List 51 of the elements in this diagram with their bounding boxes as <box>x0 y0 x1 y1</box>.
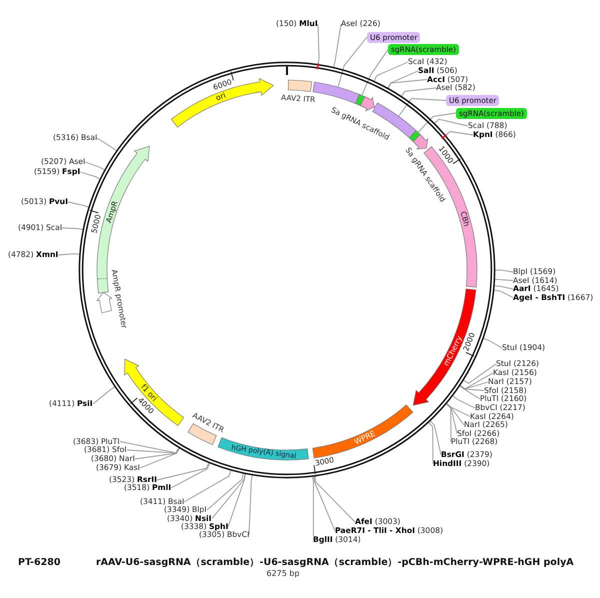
leader-line <box>140 448 180 468</box>
leader-line <box>446 403 458 434</box>
leader-line <box>434 118 468 126</box>
leader-line <box>430 420 442 456</box>
leader-line <box>68 202 89 208</box>
leader-line <box>92 386 116 404</box>
leader-line <box>374 62 408 82</box>
leader-line <box>184 470 232 502</box>
leader-line <box>206 473 244 510</box>
leader-line <box>494 290 514 298</box>
leader-line <box>84 162 105 170</box>
leader-line <box>483 338 502 348</box>
leader-line <box>401 88 436 97</box>
leader-line <box>134 448 180 460</box>
leader-line <box>388 79 428 88</box>
leader-line <box>428 422 434 464</box>
leader-line <box>445 131 474 136</box>
leader-line <box>170 462 210 488</box>
plasmid-title: rAAV-U6-sasgRNA（scramble）-U6-sasgRNA（scramble）-pCBh-mCherry-WPRE-hGH polyA <box>96 556 574 568</box>
leader-line <box>314 476 336 532</box>
leader-line <box>338 36 368 88</box>
leader-line <box>333 24 342 68</box>
leader-line <box>96 138 117 152</box>
plasmid-size: 6275 bp <box>266 568 300 578</box>
leader-line <box>494 270 514 272</box>
leader-line <box>452 395 476 408</box>
leader-line <box>362 49 388 96</box>
leader-line <box>459 386 480 400</box>
leader-line <box>446 404 452 442</box>
leader-line <box>248 474 253 536</box>
leader-line <box>446 403 464 426</box>
leader-line <box>398 98 446 116</box>
leader-line <box>156 462 210 480</box>
leader-line <box>120 441 180 454</box>
leader-line <box>312 476 314 536</box>
plasmid-id: PT-6280 <box>18 556 60 568</box>
leader-line <box>494 285 514 290</box>
leader-line <box>318 24 320 64</box>
leader-line <box>463 364 496 384</box>
leader-line <box>62 228 84 230</box>
leader-line <box>212 474 246 519</box>
leader-line <box>228 474 246 528</box>
leader-line <box>314 476 356 522</box>
leader-line <box>446 403 470 417</box>
leader-line <box>126 448 180 454</box>
leader-line <box>80 172 100 180</box>
leader-line <box>388 70 418 88</box>
leader-line <box>58 253 80 256</box>
leader-line <box>418 112 456 133</box>
leader-line <box>460 372 494 390</box>
leader-line <box>494 279 514 281</box>
